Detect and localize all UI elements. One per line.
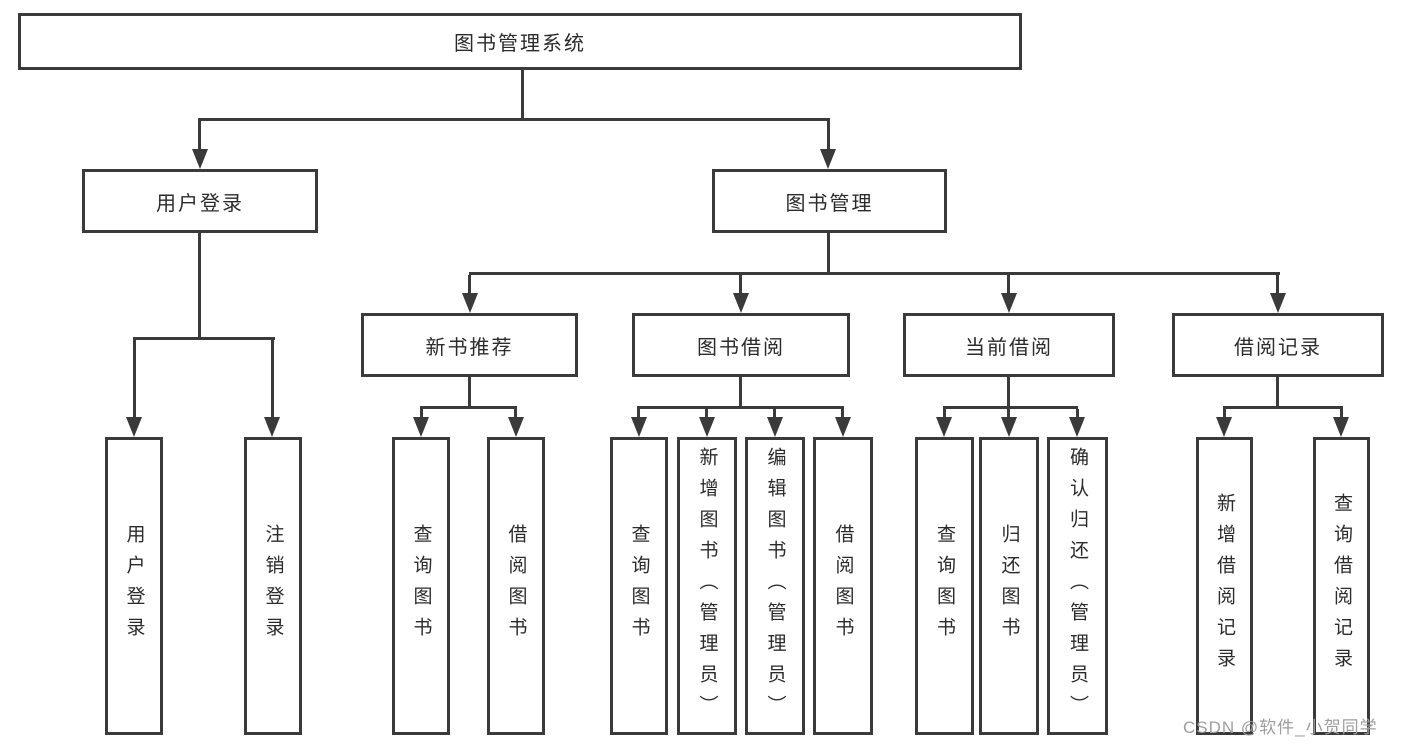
arrow-down-icon — [767, 417, 783, 437]
edge-current-bar — [943, 406, 1078, 409]
edge-root-trunk — [521, 70, 524, 118]
leaf-add-book-admin: 新增图书（管理员） — [677, 437, 737, 735]
edge-to-leaf — [514, 409, 517, 419]
node-label: 确认归还（管理员） — [1067, 446, 1088, 726]
edge-current-trunk — [1007, 377, 1010, 407]
node-label: 新书推荐 — [425, 336, 514, 359]
node-label: 图书借阅 — [697, 336, 785, 359]
leaf-borrow-books: 借阅图书 — [813, 437, 873, 735]
node-label: 查询图书 — [410, 524, 432, 648]
edge-records-bar — [1223, 406, 1343, 409]
node-label: 编辑图书（管理员） — [764, 446, 786, 726]
edge-root-bar — [198, 118, 830, 121]
leaf-query-books-current: 查询图书 — [915, 437, 974, 735]
leaf-return-book: 归还图书 — [979, 437, 1039, 735]
edge-recommend-bar — [420, 406, 517, 409]
arrow-down-icon — [1216, 417, 1232, 437]
arrow-down-icon — [413, 417, 429, 437]
edge-to-leaf — [943, 409, 946, 419]
leaf-user-login: 用户登录 — [105, 437, 163, 735]
node-label: 用户登录 — [156, 192, 244, 215]
node-book-borrow: 图书借阅 — [632, 313, 850, 377]
arrow-down-icon — [835, 417, 851, 437]
arrow-down-icon — [508, 417, 524, 437]
node-book-management: 图书管理 — [712, 169, 947, 233]
arrow-down-icon — [631, 417, 647, 437]
edge-to-leaf — [773, 409, 776, 419]
edge-to-leaf — [133, 340, 136, 418]
edge-to-leaf — [271, 340, 274, 418]
edge-borrow-trunk — [739, 377, 742, 407]
arrow-down-icon — [192, 149, 208, 169]
edge-to-user-login — [198, 121, 201, 151]
leaf-edit-book-admin: 编辑图书（管理员） — [745, 437, 805, 735]
arrow-down-icon — [1270, 293, 1286, 313]
edge-to-module — [739, 275, 742, 295]
node-label: 归还图书 — [998, 524, 1020, 648]
edge-to-book-management — [827, 121, 830, 151]
edge-to-module — [468, 275, 471, 295]
node-label: 注销登录 — [262, 524, 284, 648]
arrow-down-icon — [820, 149, 836, 169]
edge-records-trunk — [1276, 377, 1279, 407]
leaf-confirm-return-admin: 确认归还（管理员） — [1047, 437, 1108, 735]
node-label: 查询借阅记录 — [1331, 493, 1352, 679]
node-label: 图书管理系统 — [454, 33, 586, 55]
edge-to-leaf — [1076, 409, 1079, 419]
leaf-add-borrow-record: 新增借阅记录 — [1196, 437, 1253, 735]
node-label: 当前借阅 — [965, 336, 1053, 359]
edge-to-leaf — [841, 409, 844, 419]
arrow-down-icon — [936, 417, 952, 437]
edge-recommend-trunk — [468, 377, 471, 407]
node-new-book-recommend: 新书推荐 — [361, 313, 578, 377]
edge-to-module — [1007, 275, 1010, 295]
leaf-query-books-borrow: 查询图书 — [610, 437, 668, 735]
edge-user-login-bar — [133, 337, 275, 340]
leaf-query-books-recommend: 查询图书 — [392, 437, 450, 735]
node-label: 借阅图书 — [832, 524, 854, 648]
node-label: 新增图书（管理员） — [696, 446, 718, 726]
csdn-watermark: CSDN @软件_小贺同学 — [1183, 718, 1378, 737]
leaf-logout: 注销登录 — [244, 437, 302, 735]
arrow-down-icon — [126, 417, 142, 437]
node-label: 查询图书 — [934, 524, 955, 648]
edge-to-leaf — [705, 409, 708, 419]
arrow-down-icon — [1069, 417, 1085, 437]
edge-to-leaf — [1340, 409, 1343, 419]
edge-borrow-bar — [637, 406, 844, 409]
node-label: 借阅图书 — [505, 524, 527, 648]
edge-book-management-bar — [469, 272, 1280, 275]
arrow-down-icon — [1001, 417, 1017, 437]
node-label: 图书管理 — [785, 192, 874, 215]
edge-to-leaf — [1007, 409, 1010, 419]
node-borrow-records: 借阅记录 — [1172, 313, 1384, 377]
edge-book-management-trunk — [827, 233, 830, 275]
leaf-query-borrow-record: 查询借阅记录 — [1313, 437, 1370, 735]
node-label: 借阅记录 — [1234, 336, 1322, 359]
leaf-borrow-books-recommend: 借阅图书 — [487, 437, 545, 735]
arrow-down-icon — [733, 293, 749, 313]
node-label: 用户登录 — [123, 524, 145, 648]
node-label: 新增借阅记录 — [1214, 493, 1235, 679]
arrow-down-icon — [1333, 417, 1349, 437]
edge-to-leaf — [637, 409, 640, 419]
arrow-down-icon — [1001, 293, 1017, 313]
node-root: 图书管理系统 — [18, 13, 1022, 70]
edge-to-leaf — [420, 409, 423, 419]
node-label: 查询图书 — [628, 524, 650, 648]
arrow-down-icon — [264, 417, 280, 437]
arrow-down-icon — [462, 293, 478, 313]
edge-to-leaf — [1223, 409, 1226, 419]
arrow-down-icon — [699, 417, 715, 437]
edge-user-login-trunk — [198, 233, 201, 337]
node-current-borrow: 当前借阅 — [903, 313, 1115, 377]
node-user-login: 用户登录 — [82, 169, 318, 233]
edge-to-module — [1276, 275, 1279, 295]
